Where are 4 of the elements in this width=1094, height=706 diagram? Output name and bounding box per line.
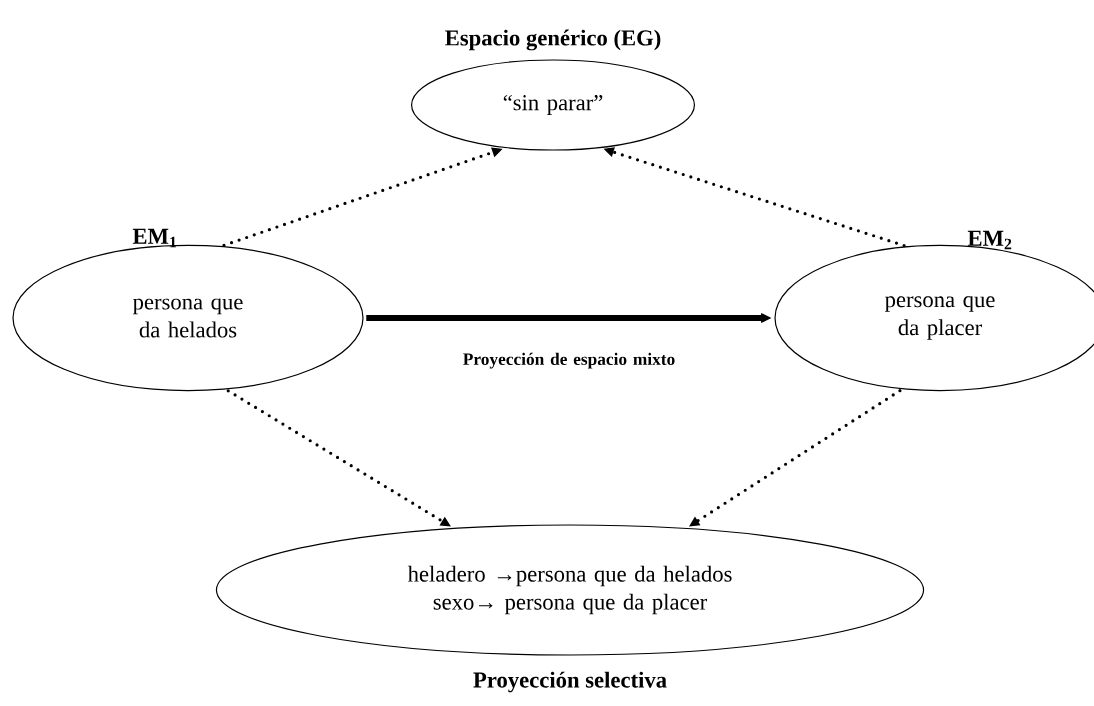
heading: Proyección selectiva — [473, 671, 667, 693]
heading: EM$_{2}$ — [967, 230, 1012, 250]
edge-label: Proyección de espacio mixto — [463, 352, 675, 369]
heading: Espacio genérico (EG) — [445, 29, 661, 51]
